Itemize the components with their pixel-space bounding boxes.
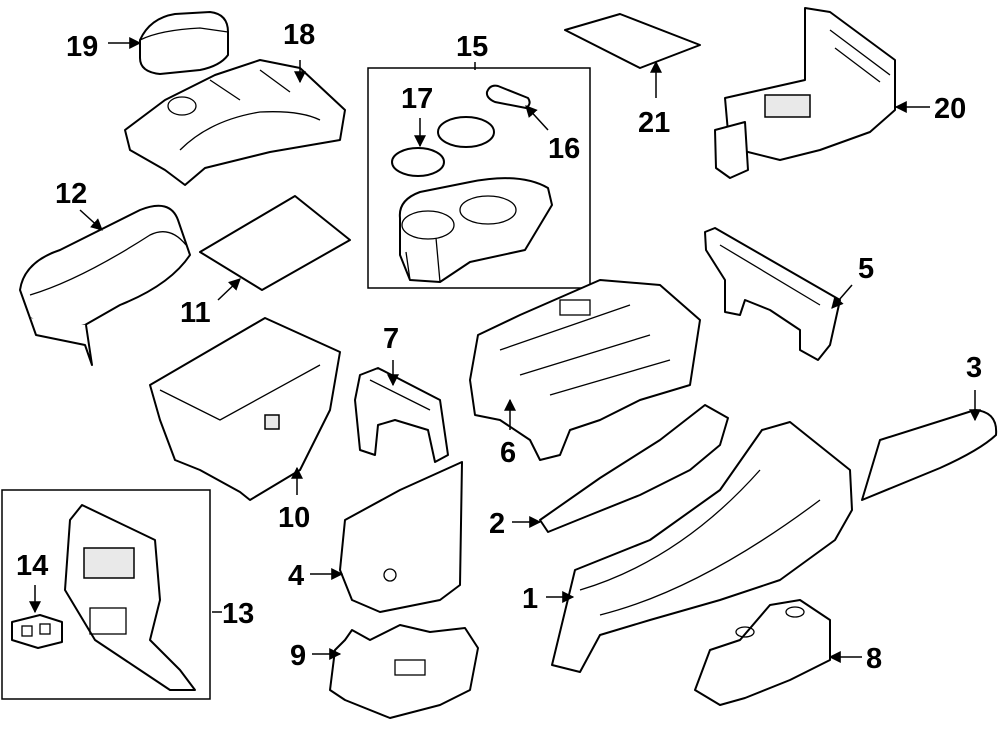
part-7-bracket[interactable] xyxy=(354,367,449,463)
callout-6: 6 xyxy=(500,437,516,469)
part-12-armrest-lid[interactable] xyxy=(19,204,191,366)
callout-18: 18 xyxy=(283,19,315,51)
part-15-cup-holder-assembly[interactable] xyxy=(398,177,553,283)
callout-14: 14 xyxy=(16,550,48,582)
callout-21: 21 xyxy=(638,107,670,139)
callout-20: 20 xyxy=(934,93,966,125)
callout-labels: 1 2 3 4 5 6 7 8 9 10 11 12 13 14 15 16 1… xyxy=(16,19,982,675)
callout-3: 3 xyxy=(966,352,982,384)
part-14-switch[interactable] xyxy=(11,614,63,649)
part-11-mat[interactable] xyxy=(199,195,351,291)
callout-19: 19 xyxy=(66,31,98,63)
part-13-rear-bezel[interactable] xyxy=(64,504,196,691)
part-18-upper-console-panel[interactable] xyxy=(124,59,346,186)
part-21-mat[interactable] xyxy=(564,13,701,69)
part-17-cup-lids[interactable] xyxy=(391,116,495,177)
callout-2: 2 xyxy=(489,508,505,540)
callout-4: 4 xyxy=(288,560,304,592)
callout-5: 5 xyxy=(858,253,874,285)
group-frame-13 xyxy=(1,489,211,700)
part-6-main-bracket[interactable] xyxy=(469,279,701,461)
callout-7: 7 xyxy=(383,323,399,355)
part-3-side-trim[interactable] xyxy=(861,409,998,501)
callout-1: 1 xyxy=(522,583,538,615)
callout-8: 8 xyxy=(866,643,882,675)
part-8-mount[interactable] xyxy=(694,599,831,706)
callout-10: 10 xyxy=(278,502,310,534)
group-frame-15 xyxy=(367,67,591,289)
part-5-bracket[interactable] xyxy=(704,227,841,361)
callout-9: 9 xyxy=(290,640,306,672)
part-20-shifter-module[interactable] xyxy=(714,7,896,179)
part-1-console-shell[interactable] xyxy=(551,421,853,673)
part-10-console-box[interactable] xyxy=(149,317,341,501)
callout-12: 12 xyxy=(55,178,87,210)
leader-arrows xyxy=(29,37,981,663)
callout-17: 17 xyxy=(401,83,433,115)
part-4-side-cover[interactable] xyxy=(339,461,463,613)
part-19-armrest-pad[interactable] xyxy=(139,11,229,75)
part-9-bracket[interactable] xyxy=(329,624,479,719)
callout-15: 15 xyxy=(456,31,488,63)
callout-11: 11 xyxy=(180,297,211,329)
part-2-rail[interactable] xyxy=(539,404,729,533)
part-16-clip[interactable] xyxy=(485,84,531,109)
callout-13: 13 xyxy=(222,598,254,630)
callout-16: 16 xyxy=(548,133,580,165)
